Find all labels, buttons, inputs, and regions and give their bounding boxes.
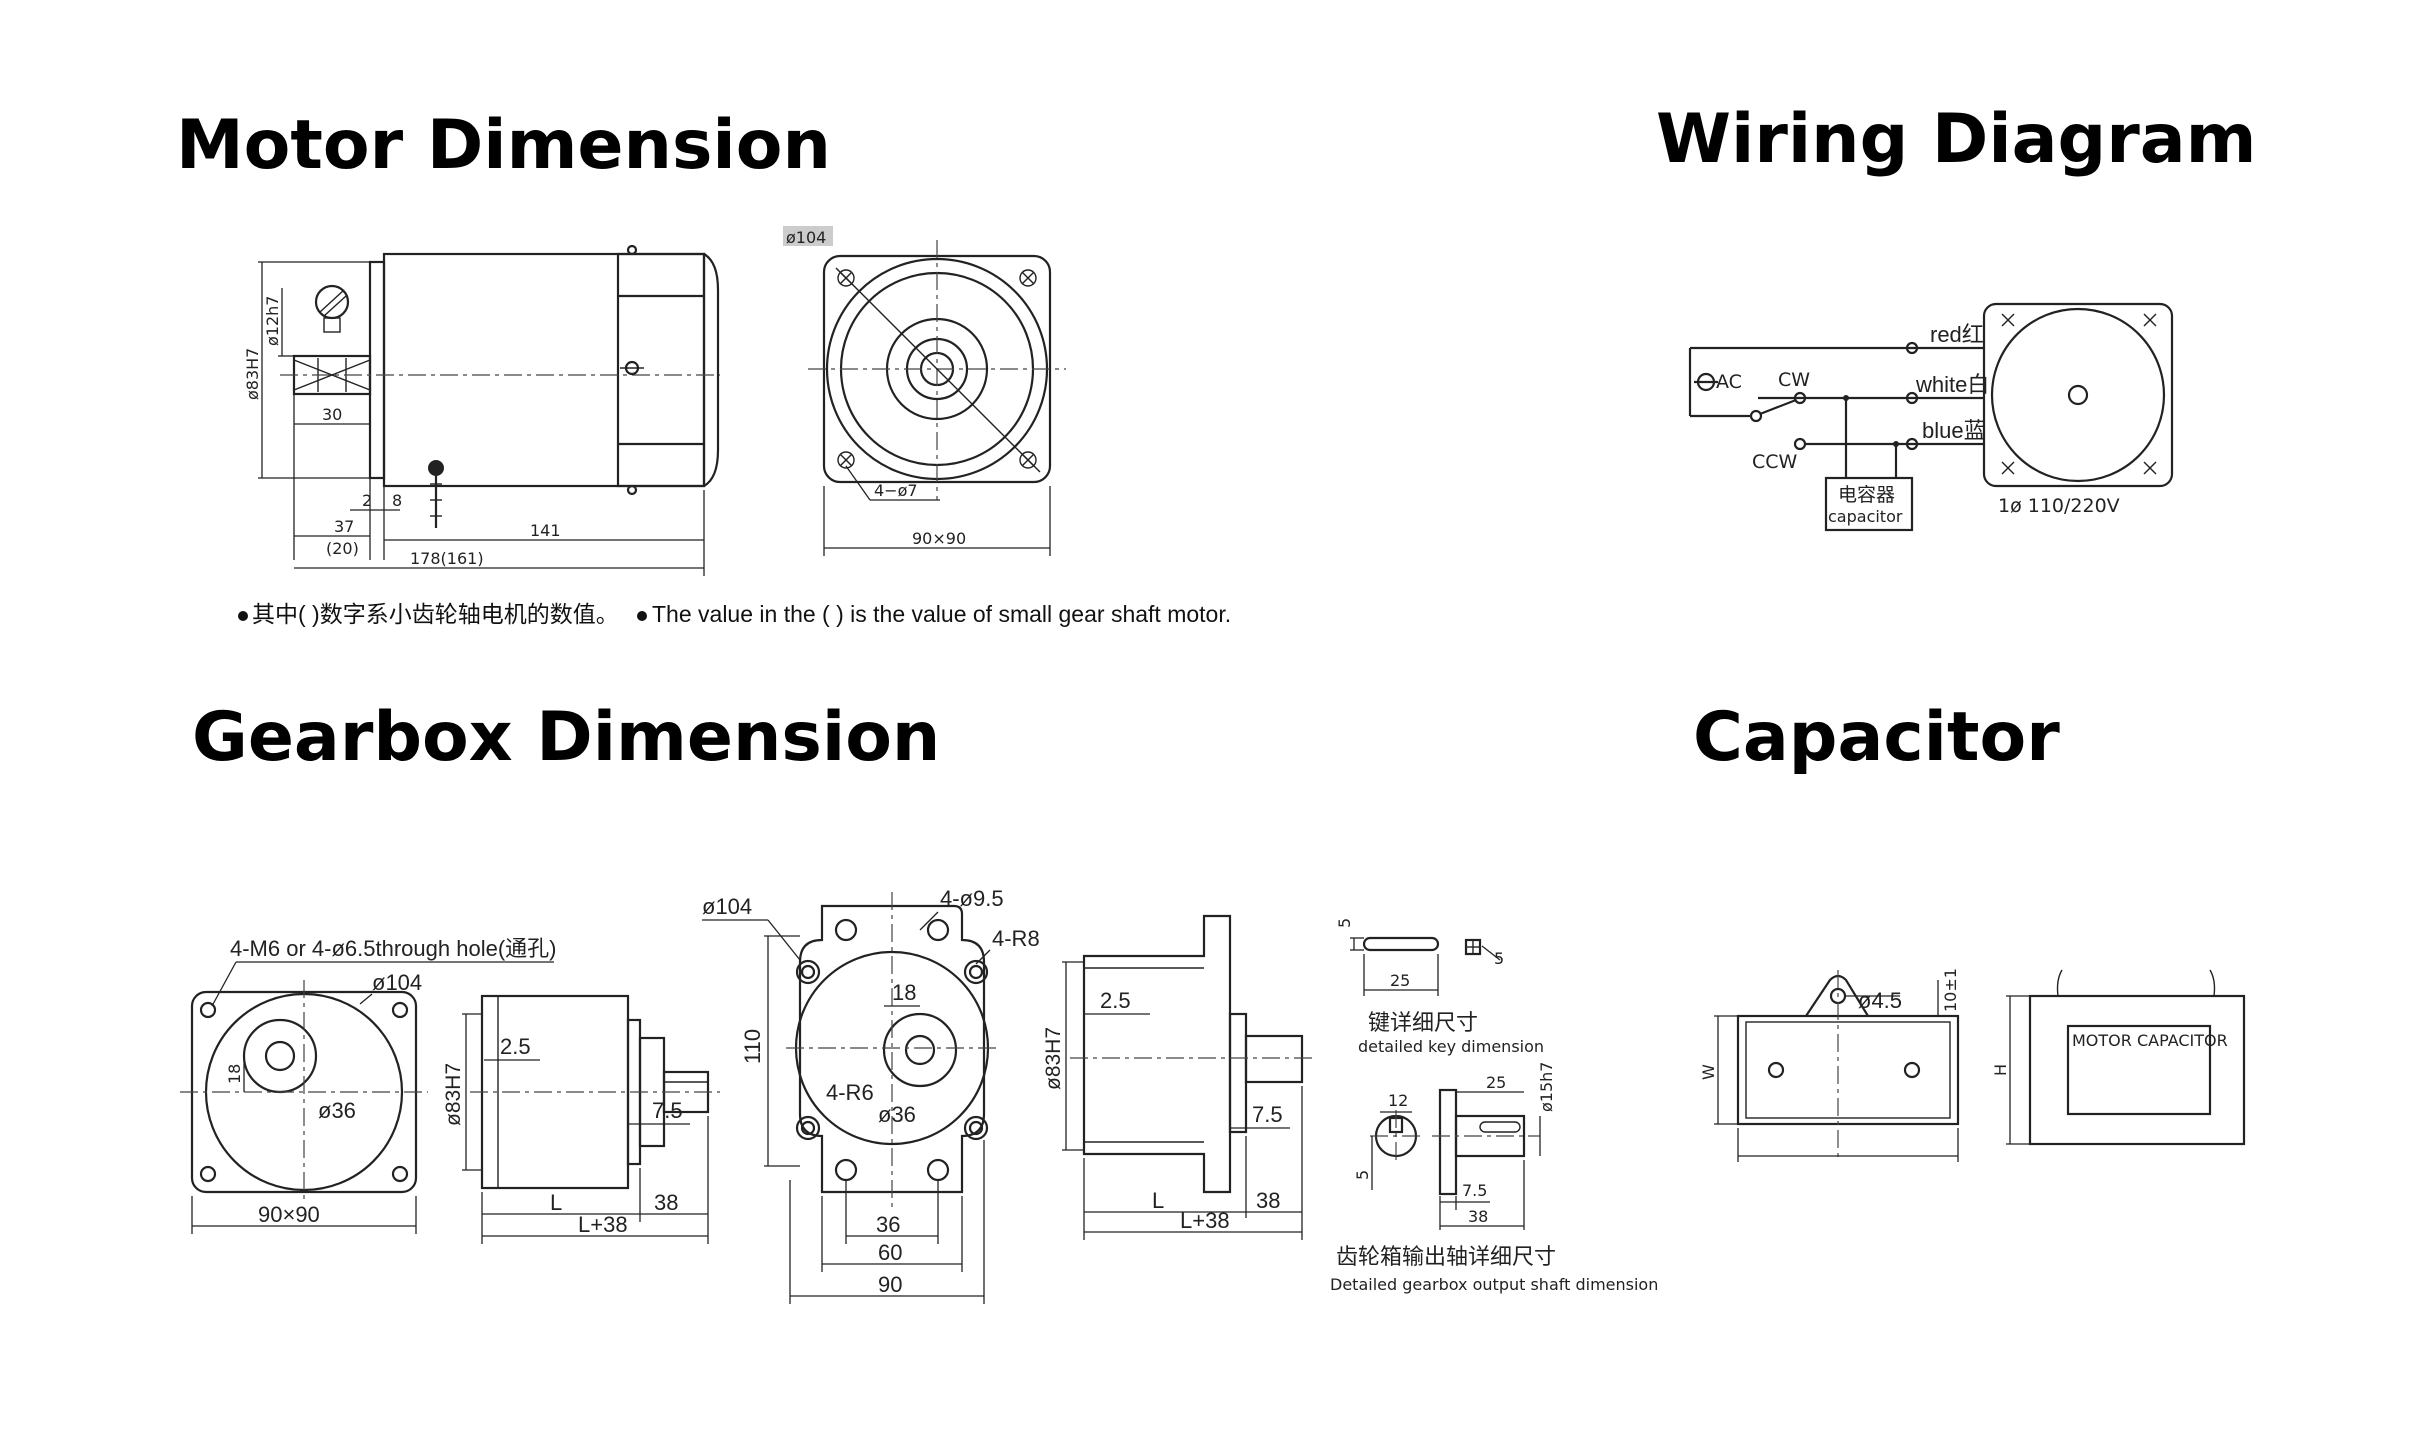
gearbox-dim-18: 18 [225,1064,244,1084]
motor-dim-8: 8 [392,491,402,510]
motor-dim-141: 141 [530,521,561,540]
gearbox-dim-L38: L+38 [578,1212,628,1237]
wiring-diagram-heading: Wiring Diagram [1656,100,2257,179]
gearbox-dia-104: ø104 [372,970,422,995]
gearbox-holes-label: 4-M6 or 4-ø6.5through hole(通孔) [230,936,556,961]
gearbox-side-view-2: ø83H7 2.5 7.5 L 38 L+38 [1042,914,1316,1240]
output-dim-25: 25 [1486,1073,1506,1092]
motor-dim-2: 2 [362,491,372,510]
output-dim-38: 38 [1468,1207,1488,1226]
motor-dim-37: 37 [334,517,354,536]
side2-dim-L38: L+38 [1180,1208,1230,1233]
key-detail-en: detailed key dimension [1358,1037,1544,1056]
gearbox-dim-L: L [550,1190,562,1215]
gearbox-square: 90×90 [258,1202,320,1227]
motor-dim-30: 30 [322,405,342,424]
key-dim-5b: 5 [1494,949,1504,968]
wiring-diagram: AC CW CCW red红 white白 blue蓝 电容器 capacito… [1688,302,2174,532]
flange-dim-18: 18 [892,980,916,1005]
flange-r6: 4-R6 [826,1080,874,1105]
motor-shaft-diameter: ø12h7 [263,296,282,346]
gearbox-dia-36: ø36 [318,1098,356,1123]
capacitor-dim-h: H [1991,1064,2010,1076]
side2-dim-L: L [1152,1188,1164,1213]
gearbox-dim-38: 38 [654,1190,678,1215]
wiring-red-label: red红 [1930,322,1984,347]
gearbox-dim-7-5: 7.5 [652,1098,683,1123]
motor-front-holes: 4−ø7 [874,481,918,500]
side2-dim-2-5: 2.5 [1100,988,1131,1013]
capacitor-label: MOTOR CAPACITOR [2072,1031,2228,1050]
wiring-ccw-label: CCW [1752,451,1798,473]
motor-front-diameter: ø104 [786,228,826,247]
key-detail-cn: 键详细尺寸 [1368,1010,1478,1035]
key-dim-25: 25 [1390,971,1410,990]
key-dim-5a: 5 [1335,918,1354,928]
capacitor-drawing: ø4.5 10±1 W MOTOR CAPACITOR H [1699,968,2246,1162]
gearbox-dim-2-5: 2.5 [500,1034,531,1059]
motor-note-chinese: 其中( )数字系小齿轮轴电机的数值。 [252,601,619,627]
capacitor-dim-w: W [1699,1064,1718,1080]
wiring-ac-label: AC [1716,371,1742,393]
capacitor-dim-10: 10±1 [1941,968,1960,1012]
flange-dim-60: 60 [878,1240,902,1265]
wiring-cw-label: CW [1778,369,1810,391]
side2-dim-38: 38 [1256,1188,1280,1213]
output-dim-12: 12 [1388,1091,1408,1110]
capacitor-hole-dia: ø4.5 [1858,988,1902,1013]
wiring-capacitor-en: capacitor [1828,507,1903,526]
flange-holes: 4-ø9.5 [940,886,1004,911]
wiring-white-label: white白 [1915,372,1989,397]
motor-front-view: ø104 4−ø7 90×90 [783,226,1066,556]
side2-body-dia: ø83H7 [1042,1027,1065,1090]
flange-dia-36: ø36 [878,1102,916,1127]
flange-r8: 4-R8 [992,926,1040,951]
motor-body-diameter: ø83H7 [243,348,262,400]
output-dim-7-5: 7.5 [1462,1181,1487,1200]
flange-dia-104: ø104 [702,894,752,919]
motor-front-square: 90×90 [912,529,966,548]
flange-dim-110: 110 [740,1029,765,1064]
motor-dimension-heading: Motor Dimension [176,106,831,185]
motor-dim-20: (20) [326,539,359,558]
output-dim-5: 5 [1353,1170,1372,1180]
gearbox-side-view: ø83H7 2.5 7.5 L 38 L+38 [442,994,720,1244]
wiring-voltage-label: 1ø 110/220V [1998,495,2120,517]
motor-side-view: ø83H7 ø12h7 30 2 8 37 (20) 141 178(161) [243,244,720,576]
motor-notes: 其中( )数字系小齿轮轴电机的数值。 The value in the ( ) … [238,601,1231,627]
wiring-capacitor-cn: 电容器 [1838,484,1895,506]
gearbox-front-view: 4-M6 or 4-ø6.5through hole(通孔) ø104 18 ø… [180,936,556,1234]
output-detail-en: Detailed gearbox output shaft dimension [1330,1275,1658,1294]
motor-dim-total: 178(161) [410,549,484,568]
flange-dim-36: 36 [876,1212,900,1237]
wiring-blue-label: blue蓝 [1922,418,1986,443]
output-detail-cn: 齿轮箱输出轴详细尺寸 [1336,1244,1556,1269]
gearbox-flange-view: ø104 4-ø9.5 4-R8 18 4-R6 ø36 110 36 [702,886,1040,1304]
gearbox-dimension-heading: Gearbox Dimension [192,698,941,777]
gearbox-body-dia: ø83H7 [442,1063,465,1126]
flange-dim-90: 90 [878,1272,902,1297]
output-dia-15: ø15h7 [1537,1062,1556,1112]
shaft-detail: 5 25 5 键详细尺寸 detailed key dimension 12 5… [1330,918,1658,1294]
motor-note-english: The value in the ( ) is the value of sma… [652,601,1231,627]
capacitor-heading: Capacitor [1693,698,2060,777]
side2-dim-7-5: 7.5 [1252,1102,1283,1127]
